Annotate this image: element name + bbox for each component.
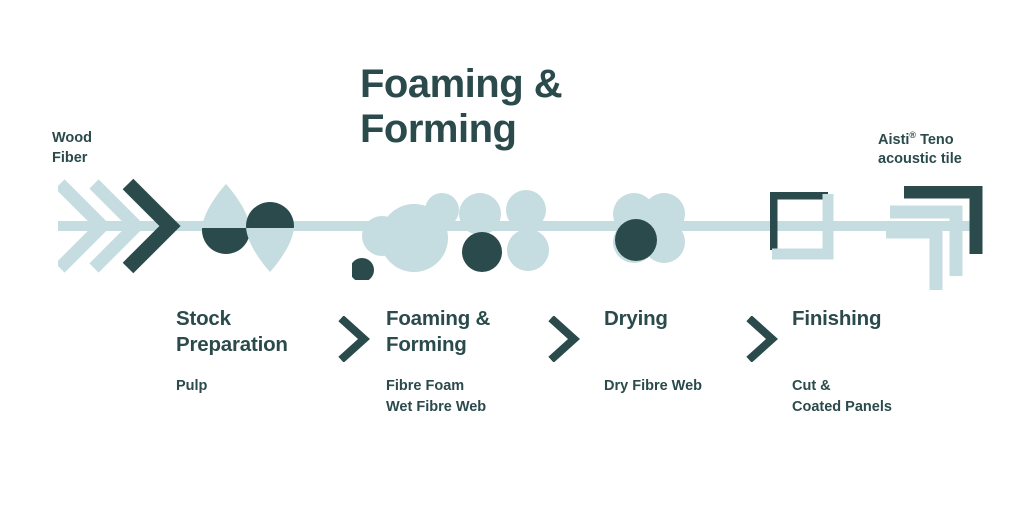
step-subtitle: Cut & Coated Panels — [792, 378, 892, 415]
step-title: Drying — [604, 307, 668, 330]
chevron-right-icon — [338, 316, 370, 362]
chevron-right-icon — [548, 316, 580, 362]
page-title: Foaming & Forming — [360, 62, 563, 151]
step-label-row: Stock Preparation Pulp Foaming & Forming… — [0, 306, 1024, 426]
registered-trademark-icon: ® — [909, 130, 917, 140]
step-foaming-forming[interactable]: Foaming & Forming Fibre Foam Wet Fibre W… — [386, 306, 546, 415]
output-label-suffix: Teno acoustic tile — [878, 131, 962, 168]
output-label-prefix: Aisti — [878, 131, 910, 148]
step-subtitle: Pulp — [176, 378, 208, 394]
inlet-arrow-icon — [58, 178, 181, 274]
step-title: Finishing — [792, 307, 882, 330]
input-endpoint-label: Wood Fiber — [52, 130, 92, 166]
step-title: Stock Preparation — [176, 307, 288, 357]
step-drying[interactable]: Drying Dry Fibre Web — [604, 306, 754, 394]
acoustic-tile-icon — [886, 186, 983, 290]
step-subtitle: Dry Fibre Web — [604, 378, 703, 394]
cloud-icon — [613, 193, 685, 263]
droplets-icon — [202, 184, 294, 272]
bubbles-icon — [352, 190, 549, 280]
square-frame-icon — [770, 192, 834, 260]
output-endpoint-label: Aisti® Teno acoustic tile — [878, 129, 962, 170]
chevron-right-icon — [746, 316, 778, 362]
step-finishing[interactable]: Finishing Cut & Coated Panels — [792, 306, 952, 415]
step-stock-preparation[interactable]: Stock Preparation Pulp — [176, 306, 336, 394]
step-title: Foaming & Forming — [386, 307, 491, 357]
step-subtitle: Fibre Foam Wet Fibre Web — [386, 378, 487, 415]
